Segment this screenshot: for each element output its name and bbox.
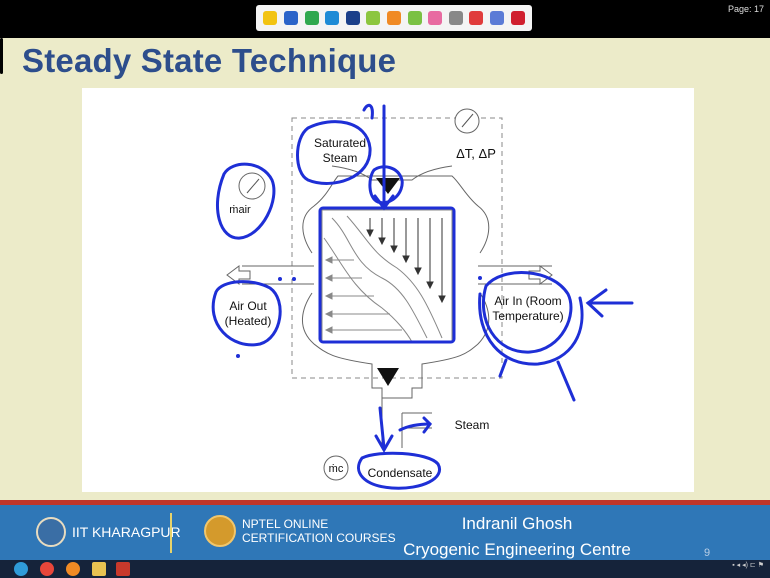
pen-yellow-icon[interactable] [263,11,278,25]
folder-icon[interactable] [92,562,106,576]
slide-title: Steady State Technique [22,42,397,79]
delta-label: ΔT, ΔP [456,146,496,161]
pencil-icon[interactable] [386,11,401,25]
ink-annotations [211,103,634,490]
dashed-boundary [291,117,503,379]
body-outline-top [302,175,490,254]
steam-label: Steam [454,418,490,432]
iit-emblem-icon [36,517,66,547]
heat-exchanger-diagram: Saturated Steam ΔT, ΔP ṁair Air Out (Hea… [82,88,694,492]
nptel-branding: NPTEL ONLINE CERTIFICATION COURSES [204,515,396,547]
presenter-name: Indranil Ghosh [461,514,573,533]
start-icon[interactable] [14,562,28,576]
laser-icon[interactable] [469,11,484,25]
nptel-line1: NPTEL ONLINE [242,517,329,531]
slide: Page: 17 Steady State Technique [0,0,770,560]
pen-green-icon[interactable] [304,11,319,25]
nptel-line2: CERTIFICATION COURSES [242,531,396,545]
footer: IIT KHARAGPUR NPTEL ONLINE CERTIFICATION… [0,500,770,560]
iit-branding: IIT KHARAGPUR [36,517,181,547]
diagram-drawing [211,103,634,490]
air-out-label: Air Out (Heated) [224,299,272,328]
pen-blue2-icon[interactable] [325,11,340,25]
presenter-info: Indranil Ghosh Cryogenic Engineering Cen… [398,511,636,560]
marker-icon[interactable] [407,11,422,25]
eraser-icon[interactable] [428,11,443,25]
steam-in-arrow [376,178,400,194]
ink-dots [236,276,482,358]
condensate-gauge [323,455,349,481]
chrome-icon[interactable] [40,562,54,576]
clear-icon[interactable] [510,11,525,25]
steam-down-arrow [377,368,399,386]
air-in-label: Air In (Room Temperature) [492,294,564,323]
firefox-icon[interactable] [66,562,80,576]
pointer-icon[interactable] [448,11,463,25]
pen-blue-icon[interactable] [283,11,298,25]
m-c-label: ṁc [328,463,344,475]
air-flow-lines [324,256,402,334]
saturated-steam-label: Saturated Steam [313,136,367,165]
steam-flow-lines [366,218,446,304]
condensate-label: Condensate [367,466,433,480]
system-tray: ▪ ◂ ◂) ⊏ ⚑ [732,562,764,569]
color-picker-icon[interactable] [490,11,504,25]
left-marker [0,38,3,74]
footer-divider [170,513,172,553]
pen-dark-icon[interactable] [345,11,360,25]
m-air-label: ṁair [229,204,251,216]
taskbar: ▪ ◂ ◂) ⊏ ⚑ [0,560,770,578]
slide-number: 9 [704,547,711,559]
top-bar: Page: 17 [0,0,770,38]
boundary-curves [323,215,443,343]
body-outline-bottom [302,292,490,399]
flow-gauge [238,172,266,200]
page-indicator: Page: 17 [727,4,764,14]
presenter-dept: Cryogenic Engineering Centre [403,540,631,559]
powerpoint-icon[interactable] [116,562,130,576]
institute-name: IIT KHARAGPUR [72,524,181,540]
annotation-toolbar [256,5,532,31]
nptel-logo-icon [204,515,236,547]
highlighter-icon[interactable] [366,11,381,25]
